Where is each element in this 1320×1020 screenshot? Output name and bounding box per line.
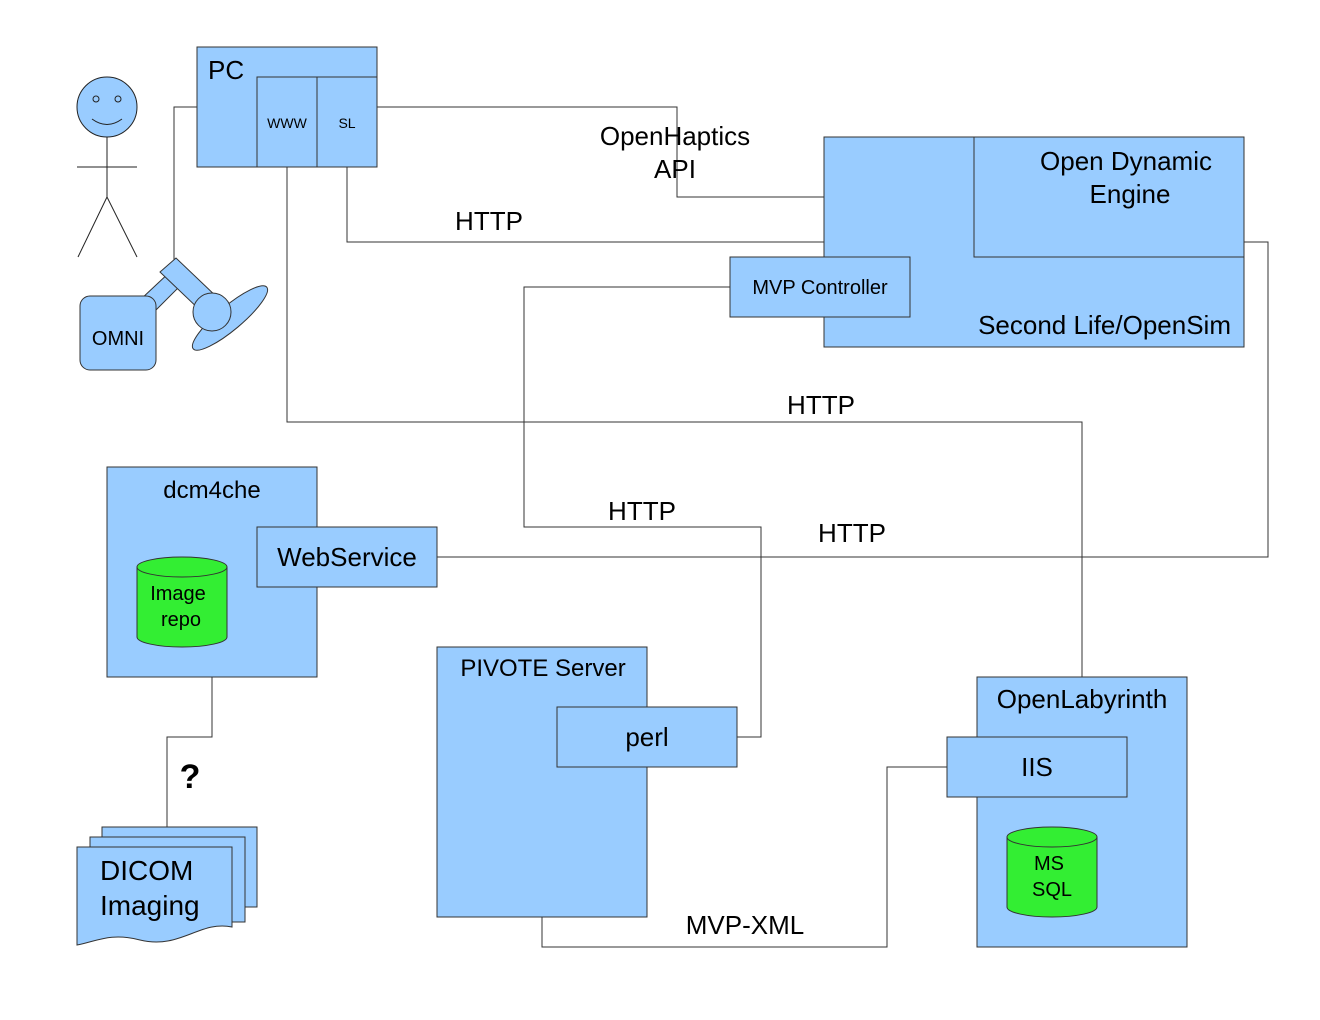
http-sl-label: HTTP	[455, 206, 523, 236]
http-webservice-label: HTTP	[818, 518, 886, 548]
openhaptics-label-line1: OpenHaptics	[600, 121, 750, 151]
image-repo-label-line1: Image	[150, 583, 206, 605]
mvp-xml-label: MVP-XML	[686, 910, 804, 940]
second-life-title: Second Life/OpenSim	[978, 310, 1231, 340]
edge-sl-http	[346, 167, 824, 243]
image-repo-label-line2: repo	[161, 609, 201, 631]
dcm4che-title: dcm4che	[163, 477, 260, 504]
pivote-server-node: PIVOTE Server perl	[436, 646, 738, 918]
image-repo-database-icon	[136, 556, 228, 648]
edge-pivote-iis	[541, 766, 947, 948]
omni-label: OMNI	[92, 328, 144, 350]
openlabyrinth-node: OpenLabyrinth IIS MS SQL	[946, 676, 1188, 948]
edge-pc-omni	[173, 106, 197, 283]
pc-title: PC	[208, 55, 244, 85]
ode-label-line2: Engine	[1090, 179, 1171, 209]
openhaptics-label-line2: API	[654, 154, 696, 184]
http-www-label: HTTP	[787, 390, 855, 420]
edge-ode-webservice	[437, 241, 1269, 558]
pc-www-label: WWW	[267, 115, 307, 131]
ode-label-line1: Open Dynamic	[1040, 146, 1212, 176]
dicom-link-question-label: ?	[180, 758, 201, 796]
http-controller-label: HTTP	[608, 496, 676, 526]
webservice-label: WebService	[277, 542, 417, 572]
second-life-node: Open Dynamic Engine MVP Controller Secon…	[729, 136, 1245, 348]
edge-sl-openhaptics	[377, 106, 824, 198]
ms-sql-label-line1: MS	[1034, 853, 1064, 875]
edge-www-openlabyrinth	[286, 167, 1083, 677]
dicom-label-line1: DICOM	[100, 855, 193, 886]
omni-device: OMNI	[79, 257, 269, 371]
iis-label: IIS	[1021, 752, 1053, 782]
pc-node: PC WWW SL	[196, 46, 378, 168]
dicom-label-line2: Imaging	[100, 890, 200, 921]
edge-dcm4che-dicom	[166, 677, 213, 827]
ms-sql-database-icon	[1006, 826, 1098, 918]
edge-controller-perl	[523, 286, 762, 738]
dcm4che-node: dcm4che WebService Image repo	[106, 466, 438, 678]
pivote-title: PIVOTE Server	[460, 655, 625, 682]
ms-sql-label-line2: SQL	[1032, 879, 1072, 901]
perl-label: perl	[625, 722, 668, 752]
dicom-imaging-node: DICOM Imaging	[76, 826, 258, 946]
pc-sl-label: SL	[338, 115, 355, 131]
mvp-controller-label: MVP Controller	[752, 277, 888, 299]
openlabyrinth-title: OpenLabyrinth	[997, 684, 1168, 714]
user-icon	[76, 76, 138, 258]
